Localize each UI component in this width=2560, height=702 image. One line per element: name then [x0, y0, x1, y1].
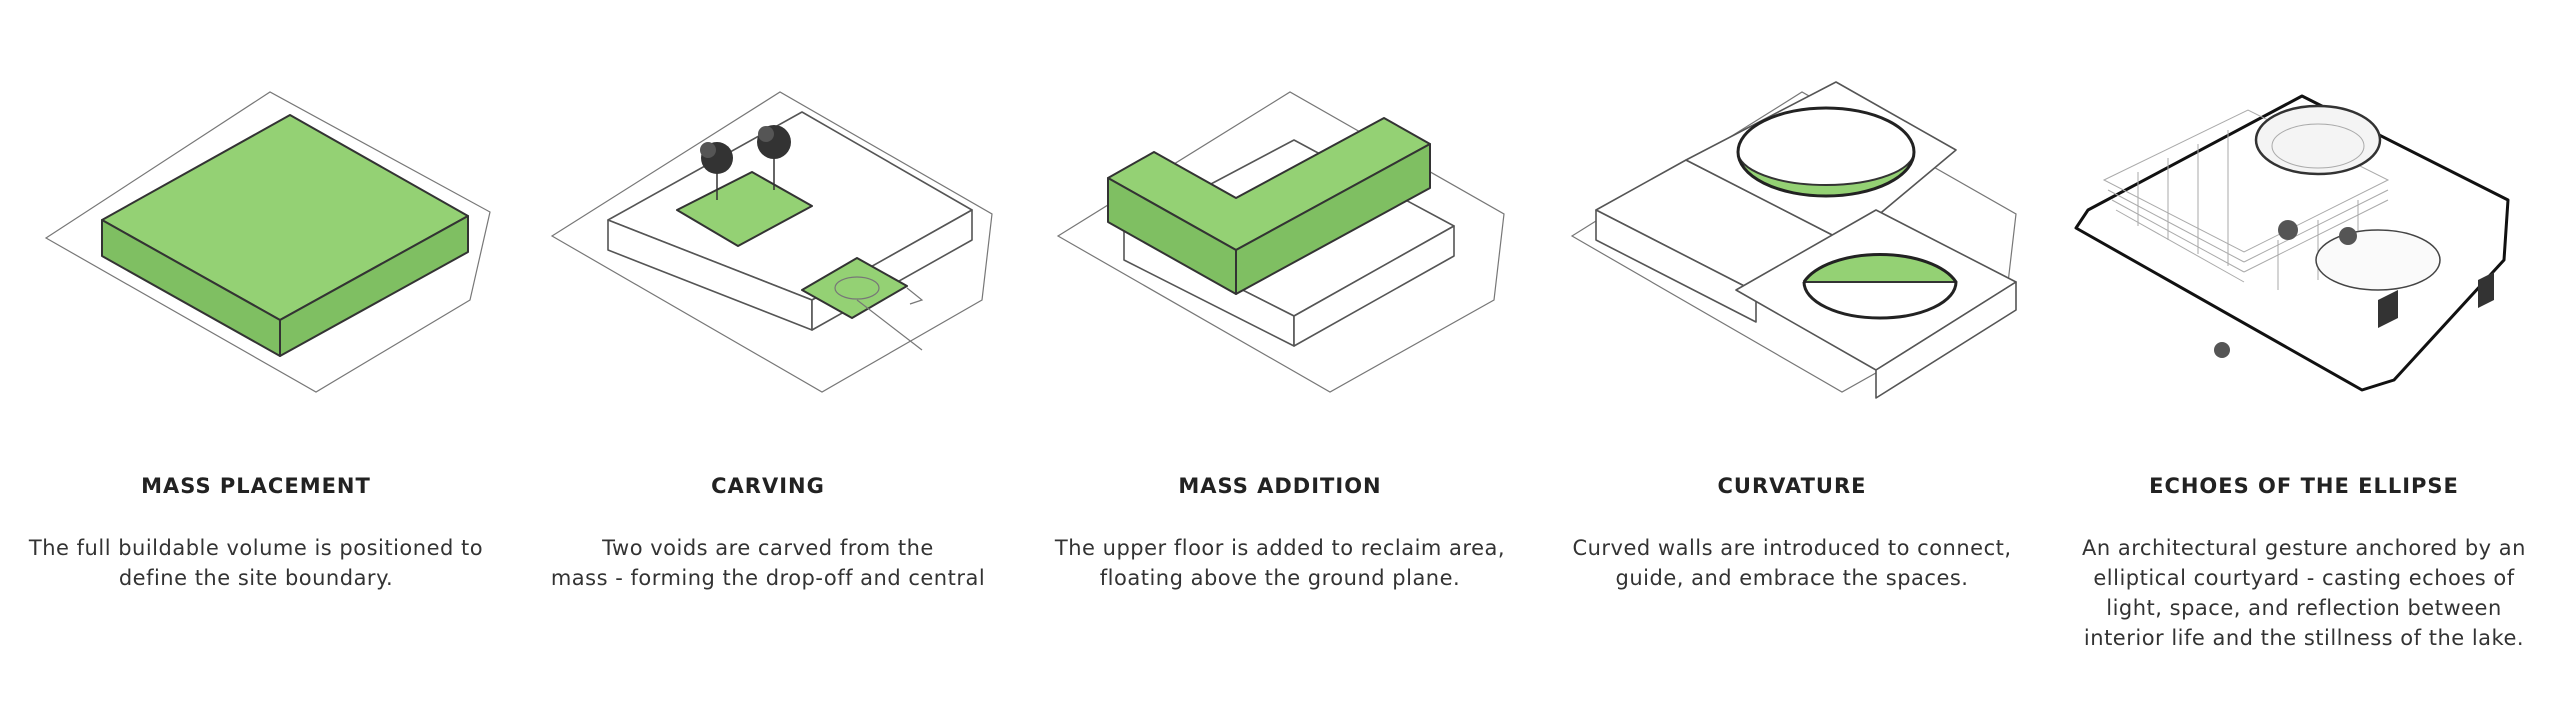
step-curvature: CURVATURE Curved walls are introduced to…: [1536, 0, 2048, 702]
upper-ellipse-edge: [1736, 106, 1916, 198]
step-title: CURVATURE: [1717, 474, 1867, 498]
drive-line: [856, 299, 923, 351]
description-line: Curved walls are introduced to connect,: [1572, 536, 2012, 560]
description-line: guide, and embrace the spaces.: [1615, 566, 1969, 590]
upper-floor-right: [1235, 143, 1431, 295]
site-boundary: [1056, 91, 1505, 393]
step-description: The upper floor is added to reclaim area…: [1050, 533, 1510, 593]
ground-plate-side: [1875, 281, 2017, 399]
description-line: mass - forming the drop-off and central: [550, 566, 986, 590]
step-carving: CARVING Two voids are carved from the ma…: [512, 0, 1024, 702]
carving-diagram: [550, 91, 993, 393]
arrow-icon: [906, 287, 924, 305]
left-wing-side: [1595, 209, 1757, 323]
upper-ellipse-inner: [2271, 123, 2365, 169]
mass-volume-top: [101, 114, 469, 321]
echoes-diagram: [2074, 94, 2510, 392]
facade-panel: [2478, 272, 2494, 308]
description-line: The upper floor is added to reclaim area…: [1054, 536, 1506, 560]
site-boundary: [2074, 94, 2510, 392]
courtyard-void: [676, 171, 813, 247]
step-mass-placement: MASS PLACEMENT The full buildable volume…: [0, 0, 512, 702]
drop-off-loop: [834, 276, 880, 300]
description-line: light, space, and reflection between: [2106, 596, 2502, 620]
step-description: An architectural gesture anchored by an …: [2074, 533, 2534, 653]
description-line: The full buildable volume is positioned …: [28, 536, 484, 560]
upper-ellipse-courtyard: [2254, 104, 2382, 176]
step-echoes-of-the-ellipse: ECHOES OF THE ELLIPSE An architectural g…: [2048, 0, 2560, 702]
step-title: MASS PLACEMENT: [141, 474, 371, 498]
tree-icon: [2214, 220, 2357, 358]
description-line: An architectural gesture anchored by an: [2082, 536, 2526, 560]
facade-hatching: [2102, 109, 2390, 290]
drop-off-void: [801, 257, 908, 319]
description-line: Two voids are carved from the: [602, 536, 934, 560]
step-title: MASS ADDITION: [1178, 474, 1382, 498]
step-mass-addition: MASS ADDITION The upper floor is added t…: [1024, 0, 1536, 702]
description-line: elliptical courtyard - casting echoes of: [2093, 566, 2515, 590]
site-boundary: [550, 91, 993, 393]
description-line: interior life and the stillness of the l…: [2083, 626, 2525, 650]
tree-icon: [700, 142, 733, 200]
lower-ellipse-edge: [1802, 253, 1958, 320]
site-boundary: [44, 91, 491, 393]
mass-placement-diagram: [44, 91, 491, 393]
lower-ellipse-courtyard: [2315, 229, 2441, 291]
step-description: The full buildable volume is positioned …: [26, 533, 486, 593]
site-boundary: [1570, 91, 2017, 393]
description-line: define the site boundary.: [118, 566, 394, 590]
mass-volume-right: [279, 215, 469, 357]
step-title: ECHOES OF THE ELLIPSE: [2149, 474, 2459, 498]
step-description: Two voids are carved from the mass - for…: [538, 533, 998, 593]
ground-mass-right: [1293, 225, 1455, 347]
mass-addition-diagram: [1056, 91, 1505, 393]
description-line: floating above the ground plane.: [1099, 566, 1461, 590]
tree-icon: [757, 125, 791, 190]
step-description: Curved walls are introduced to connect, …: [1562, 533, 2022, 593]
curvature-diagram: [1570, 81, 2017, 399]
facade-panel: [2378, 290, 2398, 328]
step-title: CARVING: [711, 474, 825, 498]
